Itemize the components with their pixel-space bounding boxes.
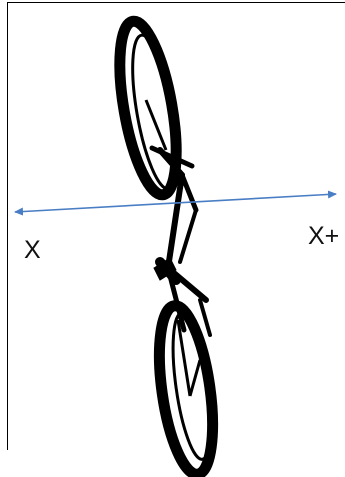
frame-border-top: [7, 2, 345, 3]
axis-label-negative: X: [24, 236, 41, 264]
bicycle-icon: [114, 15, 219, 477]
x-axis-arrow: [14, 190, 337, 216]
frame-border-left: [7, 2, 8, 450]
axis-label-positive: X+: [308, 222, 340, 250]
saddle-icon: [153, 257, 177, 281]
